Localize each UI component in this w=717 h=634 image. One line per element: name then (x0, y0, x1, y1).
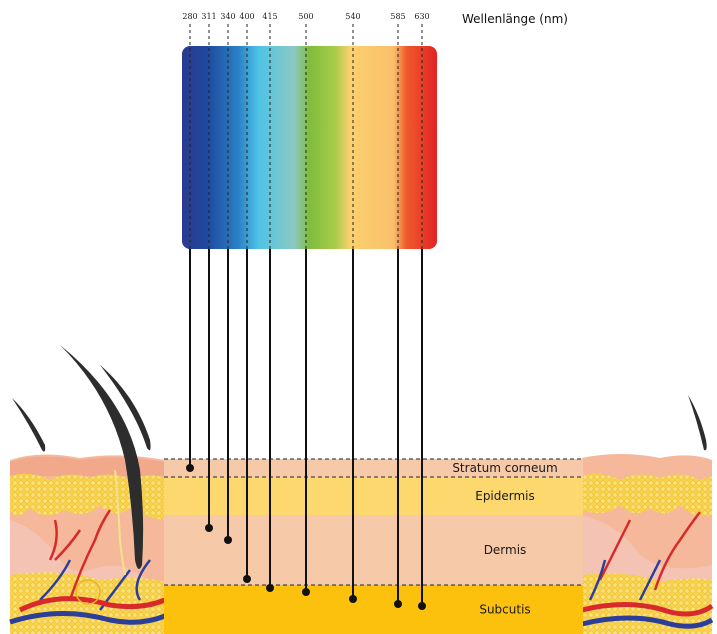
wavelength-label-415: 415 (262, 12, 277, 21)
skin-illustration-right (582, 395, 712, 634)
layer-label-subcutis: Subcutis (479, 603, 530, 617)
spectrum-bar (182, 46, 437, 249)
penetration-dot-311 (205, 524, 213, 532)
penetration-dot-280 (186, 464, 194, 472)
wavelength-label-500: 500 (298, 12, 313, 21)
penetration-dot-415 (266, 584, 274, 592)
skin-illustration-left (10, 345, 165, 634)
layer-label-stratum-corneum: Stratum corneum (452, 461, 557, 475)
layer-label-epidermis: Epidermis (475, 489, 535, 503)
penetration-dot-500 (302, 588, 310, 596)
penetration-dot-630 (418, 602, 426, 610)
wavelength-label-340: 340 (220, 12, 235, 21)
wavelength-label-311: 311 (201, 12, 216, 21)
penetration-dot-540 (349, 595, 357, 603)
wavelength-label-280: 280 (182, 12, 197, 21)
wavelength-label-400: 400 (239, 12, 254, 21)
penetration-dot-340 (224, 536, 232, 544)
penetration-dot-400 (243, 575, 251, 583)
wavelength-label-540: 540 (345, 12, 360, 21)
layer-label-dermis: Dermis (484, 543, 527, 557)
axis-title: Wellenlänge (nm) (462, 12, 568, 26)
wavelength-label-630: 630 (414, 12, 429, 21)
penetration-dot-585 (394, 600, 402, 608)
wavelength-label-585: 585 (390, 12, 405, 21)
